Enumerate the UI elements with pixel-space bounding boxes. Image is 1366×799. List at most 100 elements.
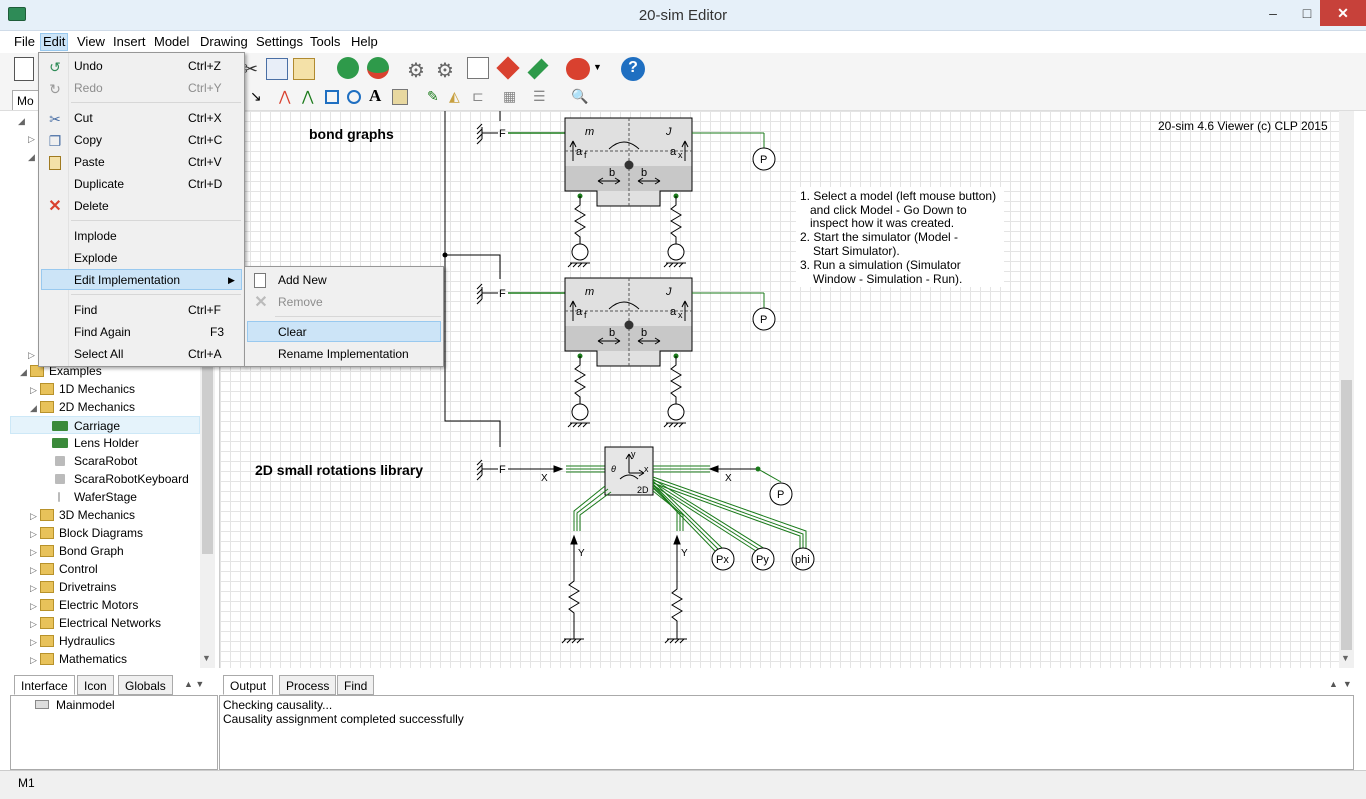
menu-drawing[interactable]: Drawing xyxy=(200,34,248,49)
tree-item-1d-mechanics[interactable]: ▷1D Mechanics xyxy=(30,382,136,396)
polyline-icon[interactable]: ⋀ xyxy=(279,88,291,104)
tree-item-scararobot[interactable]: ScaraRobot xyxy=(52,452,137,470)
tab-globals[interactable]: Globals xyxy=(118,675,173,695)
instruction-line: and click Model - Go Down to xyxy=(810,203,967,217)
tree-item-block-diagrams[interactable]: ▷Block Diagrams xyxy=(30,526,144,540)
menu-item-edit-implementation[interactable]: Edit Implementation▶ xyxy=(41,269,242,290)
tab-models[interactable]: Mo xyxy=(12,90,42,110)
port-p: P xyxy=(760,154,767,166)
ladybug-icon[interactable] xyxy=(566,58,590,80)
tree-item-lens-holder[interactable]: Lens Holder xyxy=(52,434,139,452)
fill-color-icon[interactable]: ◭ xyxy=(449,88,460,104)
remove-icon: ✕ xyxy=(254,294,268,311)
tab-icon[interactable]: Icon xyxy=(77,675,114,695)
interface-item[interactable]: Mainmodel xyxy=(56,698,115,712)
tree-item-control[interactable]: ▷Control xyxy=(30,562,98,576)
maximize-button[interactable]: □ xyxy=(1302,5,1312,21)
tree-item-hydraulics[interactable]: ▷Hydraulics xyxy=(30,634,116,648)
gear-icon[interactable]: ⚙ xyxy=(407,60,425,82)
line-style-icon[interactable]: ☰ xyxy=(533,88,546,104)
arrange-icon[interactable]: ▦ xyxy=(503,88,517,104)
cut-toolbar-icon[interactable]: ✂ xyxy=(243,59,259,79)
align-icon[interactable]: ⊏ xyxy=(472,88,484,104)
text-icon[interactable]: A xyxy=(369,86,382,105)
help-icon[interactable]: ? xyxy=(621,57,645,81)
menu-item-implode[interactable]: Implode xyxy=(74,229,117,243)
svg-text:a: a xyxy=(670,146,677,158)
instruction-line: 2. Start the simulator (Model - xyxy=(800,230,958,244)
menu-view[interactable]: View xyxy=(77,34,105,49)
menu-item-explode[interactable]: Explode xyxy=(74,251,118,265)
zoom-icon[interactable]: 🔍 xyxy=(571,88,589,104)
tree-item-scararobotkeyboard[interactable]: ScaraRobotKeyboard xyxy=(52,470,189,488)
svg-text:Y: Y xyxy=(578,548,585,559)
minimize-button[interactable]: – xyxy=(1269,5,1277,21)
tree-item-carriage[interactable]: Carriage xyxy=(10,416,200,434)
panel-menu-icon[interactable]: ▲ ▼ xyxy=(184,679,205,689)
tree-item-waferstage[interactable]: WaferStage xyxy=(52,488,137,506)
diagram: bond graphs 2D small rotations library 2… xyxy=(255,111,1328,644)
menu-item-remove[interactable]: ✕Remove xyxy=(254,294,323,311)
menu-help[interactable]: Help xyxy=(351,34,378,49)
tab-interface[interactable]: Interface xyxy=(14,675,75,695)
tree-item-drivetrains[interactable]: ▷Drivetrains xyxy=(30,580,117,594)
tab-find[interactable]: Find xyxy=(337,675,375,695)
copy-toolbar-icon[interactable] xyxy=(266,58,288,80)
new-file-icon[interactable] xyxy=(14,57,34,81)
rotation-block-2d[interactable]: F X y x θ 2D X P Px Py phi Y Y xyxy=(476,446,815,644)
menu-item-clear[interactable]: Clear xyxy=(247,321,441,342)
menu-edit[interactable]: Edit xyxy=(40,33,69,51)
simulator-icon[interactable] xyxy=(467,57,489,79)
go-up-icon[interactable] xyxy=(337,57,359,79)
menu-tools[interactable]: Tools xyxy=(310,34,341,49)
carriage-block-1[interactable]: F m J a f a x b b P xyxy=(476,117,776,268)
paste-toolbar-icon[interactable] xyxy=(293,58,315,80)
connect-icon[interactable]: ↘ xyxy=(250,88,262,104)
line-color-icon[interactable]: ✎ xyxy=(427,88,439,104)
canvas-scrollbar-thumb[interactable] xyxy=(1341,380,1352,650)
cut-icon: ✂ xyxy=(49,111,61,127)
menu-item-add-new[interactable]: Add New xyxy=(247,270,441,291)
tool-icon[interactable] xyxy=(527,58,549,80)
menu-settings[interactable]: Settings xyxy=(256,34,303,49)
scroll-down-icon[interactable]: ▼ xyxy=(202,653,211,663)
tree-item-bond-graph[interactable]: ▷Bond Graph xyxy=(30,544,124,558)
tree-item-electrical-networks[interactable]: ▷Electrical Networks xyxy=(30,616,162,630)
menu-item-rename-implementation[interactable]: Rename Implementation xyxy=(278,347,409,361)
carriage-block-2[interactable]: F m J a f a x b b P xyxy=(476,277,776,428)
tree-item-3d-mechanics[interactable]: ▷3D Mechanics xyxy=(30,508,136,522)
go-down-icon[interactable] xyxy=(367,57,389,79)
svg-text:y: y xyxy=(631,449,636,459)
menu-insert[interactable]: Insert xyxy=(113,34,146,49)
gears-icon[interactable]: ⚙ xyxy=(436,60,454,82)
tree-item-2d-mechanics[interactable]: ◢2D Mechanics xyxy=(30,400,136,414)
rectangle-icon[interactable] xyxy=(325,90,339,104)
scroll-down-icon[interactable]: ▼ xyxy=(1341,653,1350,663)
tree-item-electric-motors[interactable]: ▷Electric Motors xyxy=(30,598,139,612)
ellipse-icon[interactable] xyxy=(347,90,361,104)
3d-animation-icon[interactable] xyxy=(496,56,520,80)
curve-icon[interactable]: ⋀ xyxy=(302,88,314,104)
panel-menu-icon[interactable]: ▲ ▼ xyxy=(1329,679,1352,689)
tab-process[interactable]: Process xyxy=(279,675,337,695)
dropdown-icon[interactable]: ▼ xyxy=(593,62,602,72)
model-canvas[interactable]: bond graphs 2D small rotations library 2… xyxy=(219,111,1339,668)
menu-model[interactable]: Model xyxy=(154,34,190,49)
image-icon[interactable] xyxy=(392,89,408,105)
menu-item-delete[interactable]: ✕Delete xyxy=(48,198,109,215)
tree-item-examples[interactable]: ◢Examples xyxy=(20,364,102,378)
tree-item-mathematics[interactable]: ▷Mathematics xyxy=(30,652,128,666)
svg-text:F: F xyxy=(499,288,506,300)
menu-file[interactable]: File xyxy=(14,34,35,49)
close-button[interactable]: ✕ xyxy=(1320,0,1366,26)
tab-output[interactable]: Output xyxy=(223,675,274,695)
